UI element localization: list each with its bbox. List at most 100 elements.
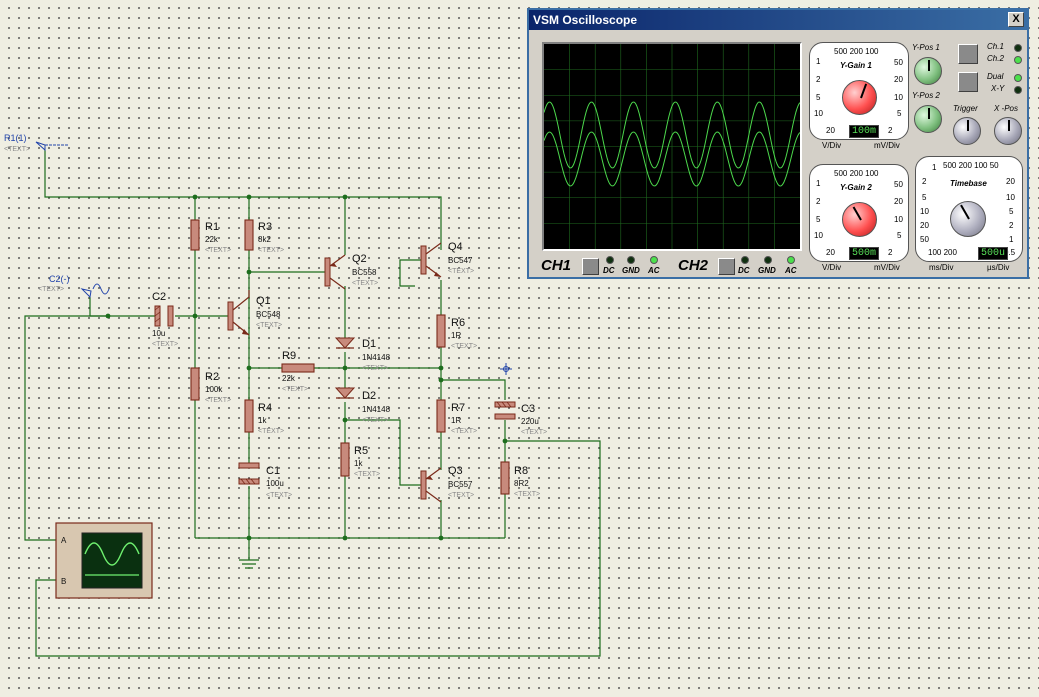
ygain1-left-1: 1 (816, 57, 821, 66)
xpos-knob[interactable] (994, 117, 1022, 145)
c3-value: 220u (521, 417, 539, 426)
q3-text: <TEXT> (448, 492, 474, 499)
generator-r1[interactable]: R1(1) <TEXT> (4, 133, 68, 153)
transistor-q4[interactable]: Q4 BC547 <TEXT> (420, 241, 474, 278)
ygain1-right-5: 2 (888, 126, 893, 135)
r8-value: 8R2 (514, 479, 529, 488)
resistor-r4[interactable]: R4 1k <TEXT> (244, 399, 284, 435)
generator-c2-label: C2(-) (49, 274, 70, 284)
ch2-gnd-led[interactable] (764, 256, 772, 264)
resistor-r7[interactable]: R7 1R <TEXT> (436, 399, 477, 435)
mode-ch1-label: Ch.1 (987, 42, 1004, 51)
ch1-invert-button[interactable] (582, 258, 599, 275)
d2-ref: D2 (362, 390, 376, 402)
ygain1-left-2: 2 (816, 75, 821, 84)
ch1-gnd-led[interactable] (627, 256, 635, 264)
r5-text: <TEXT> (354, 471, 380, 478)
resistor-r2[interactable]: R2 100k <TEXT> (190, 367, 231, 404)
trace-ch2 (543, 131, 801, 187)
resistor-r1[interactable]: R1 22k <TEXT> (190, 219, 231, 254)
ch-select-button[interactable] (958, 44, 978, 64)
generator-c2[interactable]: C2(-) <TEXT> (38, 274, 110, 299)
d2-value: 1N4148 (362, 405, 391, 414)
trigger-knob[interactable] (953, 117, 981, 145)
ch1-dc-led[interactable] (606, 256, 614, 264)
ygain1-knob[interactable] (842, 80, 877, 115)
capacitor-c2[interactable]: C2 10u <TEXT> (152, 291, 178, 348)
scope-pin-a: A (61, 536, 67, 545)
close-button[interactable]: X (1008, 12, 1024, 27)
r2-value: 100k (205, 385, 223, 394)
ground-symbol[interactable] (239, 559, 259, 569)
q2-value: BC558 (352, 268, 377, 277)
r8-text: <TEXT> (514, 491, 540, 498)
resistor-r3[interactable]: R3 8k2 <TEXT> (244, 219, 284, 254)
timebase-right-2: 10 (1006, 193, 1015, 202)
xpos-label: X -Pos (994, 104, 1019, 113)
resistor-r6[interactable]: R6 1R <TEXT> (436, 314, 477, 350)
r5-ref: R5 (354, 445, 368, 457)
timebase-title: Timebase (950, 179, 987, 188)
mode-dual-label: Dual (987, 72, 1004, 81)
ygain2-display: 500m (849, 247, 880, 260)
mode-select-button[interactable] (958, 72, 978, 92)
timebase-knob[interactable] (950, 201, 986, 237)
ch2-dc-led[interactable] (741, 256, 749, 264)
timebase-left-5: 20 (920, 221, 929, 230)
probe-marker[interactable] (500, 363, 512, 375)
ygain2-right-1: 50 (894, 180, 903, 189)
oscilloscope-instrument[interactable]: A B (55, 522, 153, 599)
r5-value: 1k (354, 459, 363, 468)
ygain1-title: Y-Gain 1 (840, 61, 872, 70)
diode-d1[interactable]: D1 1N4148 <TEXT> (334, 337, 391, 372)
ygain2-unit-right: mV/Div (874, 263, 900, 272)
q1-value: BC548 (256, 310, 281, 319)
resistor-r8[interactable]: R8 8R2 <TEXT> (500, 461, 540, 498)
r6-text: <TEXT> (451, 343, 477, 350)
mode-xy-led (1014, 86, 1022, 94)
ypos2-knob[interactable] (914, 105, 942, 133)
r6-value: 1R (451, 331, 461, 340)
trigger-label: Trigger (953, 104, 978, 113)
r9-text: <TEXT> (282, 386, 308, 393)
ygain2-right-3: 10 (894, 215, 903, 224)
oscilloscope-titlebar[interactable]: VSM Oscilloscope X (529, 10, 1027, 30)
resistor-r9[interactable]: R9 22k <TEXT> (281, 350, 315, 393)
ygain2-knob[interactable] (842, 202, 877, 237)
ch2-ac-led[interactable] (787, 256, 795, 264)
d1-ref: D1 (362, 338, 376, 350)
d1-value: 1N4148 (362, 353, 391, 362)
ypos1-knob[interactable] (914, 57, 942, 85)
capacitor-c1[interactable]: C1 100u <TEXT> (238, 462, 292, 499)
resistor-r5[interactable]: R5 1k <TEXT> (340, 442, 380, 478)
r4-value: 1k (258, 416, 267, 425)
timebase-right-5: 1 (1009, 235, 1014, 244)
oscilloscope-window[interactable]: VSM Oscilloscope X CH1 DC GND AC CH2 DC … (527, 8, 1029, 279)
ch2-label: CH2 (678, 257, 709, 274)
junctions (105, 194, 508, 541)
ygain1-unit-left: V/Div (822, 141, 842, 150)
capacitor-c3[interactable]: C3 220u <TEXT> (494, 401, 547, 436)
r8-ref: R8 (514, 465, 528, 477)
ygain1-right-3: 10 (894, 93, 903, 102)
q3-value: BC557 (448, 480, 473, 489)
r9-value: 22k (282, 374, 296, 383)
ygain1-left-5: 20 (826, 126, 835, 135)
ch1-ac-led[interactable] (650, 256, 658, 264)
generator-r1-label: R1(1) (4, 133, 27, 143)
generator-c2-text: <TEXT> (38, 286, 64, 293)
r1-value: 22k (205, 235, 219, 244)
scope-grid (544, 44, 800, 249)
r6-ref: R6 (451, 317, 465, 329)
transistor-q1[interactable]: Q1 BC548 <TEXT> (227, 290, 282, 336)
ygain1-right-4: 5 (897, 109, 902, 118)
c1-text: <TEXT> (266, 492, 292, 499)
diode-d2[interactable]: D2 1N4148 <TEXT> (334, 387, 391, 424)
ch2-invert-button[interactable] (718, 258, 735, 275)
ygain2-left-1: 1 (816, 179, 821, 188)
q2-text: <TEXT> (352, 280, 378, 287)
oscilloscope-title: VSM Oscilloscope (533, 13, 638, 27)
transistor-q3[interactable]: Q3 BC557 <TEXT> (420, 465, 474, 503)
transistor-q2[interactable]: Q2 BC558 <TEXT> (324, 253, 378, 290)
